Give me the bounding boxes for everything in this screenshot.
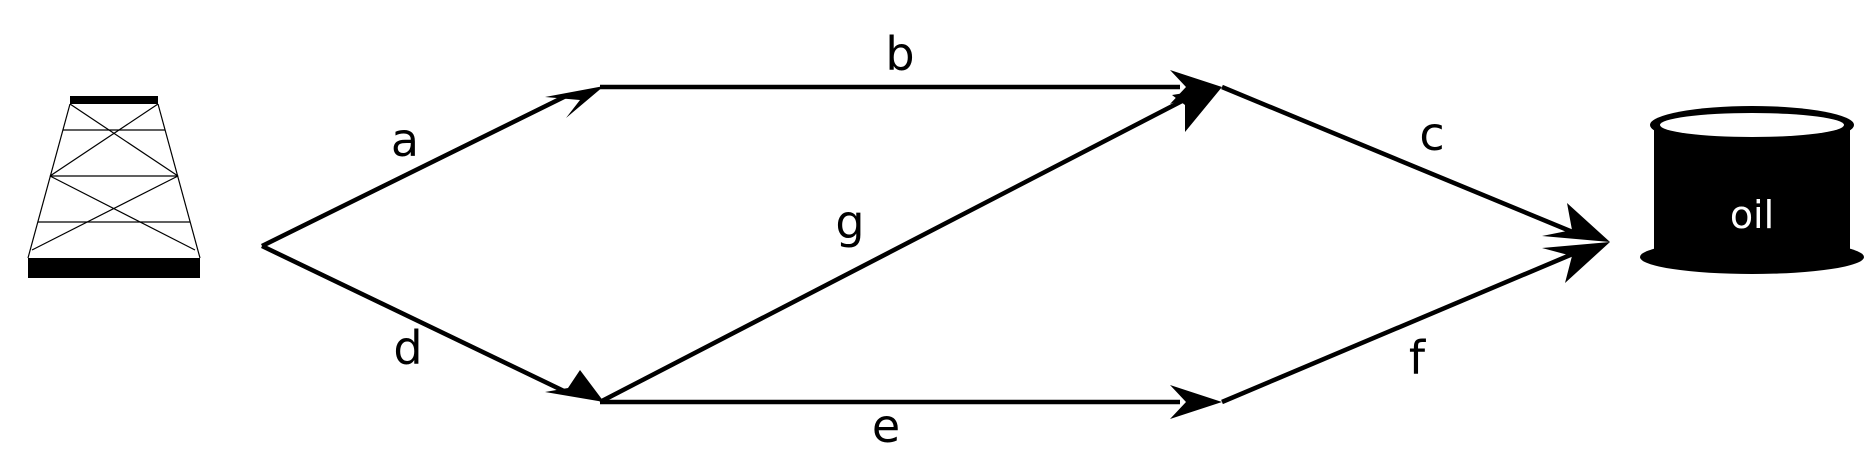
edge-f: [1221, 242, 1610, 405]
edge-label-f: f: [1409, 331, 1427, 385]
edge-e: [600, 385, 1222, 419]
oil-derrick-icon: [27, 96, 201, 278]
edge-label-b: b: [885, 27, 914, 81]
edge-a: [261, 86, 604, 249]
edge-label-c: c: [1419, 107, 1444, 161]
edge-d: [261, 243, 604, 402]
edge-label-a: a: [391, 113, 419, 167]
edge-label-g: g: [835, 195, 864, 249]
barrel-label: oil: [1730, 193, 1774, 237]
edge-c: [1221, 84, 1610, 242]
edge-label-e: e: [872, 399, 900, 453]
edge-label-d: d: [393, 321, 422, 375]
edge-g: [598, 87, 1222, 404]
oil-barrel-icon: oil: [1640, 106, 1864, 274]
